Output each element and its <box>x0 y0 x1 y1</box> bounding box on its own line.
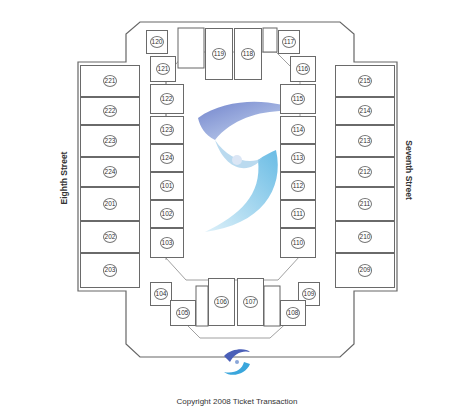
section-number: 112 <box>291 180 305 193</box>
seat-section: 123 <box>150 116 184 144</box>
seat-section: 110 <box>280 228 316 258</box>
seat-section: 105 <box>170 300 196 326</box>
section-number: 119 <box>212 48 226 61</box>
section-number: 116 <box>296 63 310 76</box>
seat-section: 122 <box>150 84 184 114</box>
section-number: 122 <box>160 93 175 106</box>
seat-section: 209 <box>335 253 395 288</box>
section-number: 107 <box>243 296 258 309</box>
section-number: 209 <box>358 264 373 277</box>
seat-section: 222 <box>80 97 140 125</box>
section-number: 202 <box>103 231 118 244</box>
section-number: 114 <box>291 124 305 137</box>
section-number: 111 <box>291 208 305 221</box>
section-number: 105 <box>176 307 191 320</box>
street-name: Eighth Street <box>59 152 69 205</box>
section-number: 120 <box>150 36 165 49</box>
seat-section: 118 <box>234 28 262 80</box>
section-number: 201 <box>103 198 118 211</box>
section-number: 102 <box>160 208 175 221</box>
seat-section: 116 <box>290 56 316 82</box>
seat-section: 214 <box>335 97 395 125</box>
seat-section: 119 <box>205 28 233 80</box>
seat-section: 215 <box>335 65 395 97</box>
seat-section: 212 <box>335 157 395 187</box>
copyright-note: Copyright 2008 Ticket Transaction <box>177 397 298 406</box>
section-number: 109 <box>302 288 317 301</box>
seat-section: 211 <box>335 187 395 221</box>
seat-section: 101 <box>150 172 184 200</box>
section-number: 106 <box>214 296 229 309</box>
section-number: 213 <box>358 135 373 148</box>
section-number: 104 <box>154 288 169 301</box>
section-number: 212 <box>358 166 373 179</box>
seat-section: 104 <box>150 282 172 306</box>
street-name: Seventh Street <box>404 140 414 200</box>
seat-section: 223 <box>80 125 140 157</box>
section-number: 124 <box>160 152 175 165</box>
section-number: 115 <box>291 93 305 106</box>
seat-section: 202 <box>80 221 140 253</box>
seat-section: 114 <box>280 116 316 144</box>
seat-section: 115 <box>280 84 316 114</box>
seat-section: 108 <box>280 300 306 326</box>
section-number: 117 <box>282 36 296 49</box>
seat-section: 210 <box>335 221 395 253</box>
seat-section: 113 <box>280 144 316 172</box>
seat-section: 224 <box>80 157 140 187</box>
section-number: 110 <box>291 237 305 250</box>
section-number: 224 <box>103 166 118 179</box>
section-number: 210 <box>358 231 373 244</box>
section-number: 203 <box>103 264 118 277</box>
section-number: 103 <box>160 237 175 250</box>
seat-section: 213 <box>335 125 395 157</box>
section-number: 214 <box>358 105 373 118</box>
seat-section: 112 <box>280 172 316 200</box>
section-number: 221 <box>103 75 118 88</box>
seat-section: 124 <box>150 144 184 172</box>
section-number: 222 <box>103 105 118 118</box>
section-number: 113 <box>291 152 305 165</box>
seat-section: 201 <box>80 187 140 221</box>
seat-section: 107 <box>237 278 264 326</box>
section-number: 121 <box>156 63 171 76</box>
section-number: 215 <box>358 75 373 88</box>
section-number: 223 <box>103 135 118 148</box>
section-number: 123 <box>160 124 175 137</box>
seat-section: 117 <box>278 30 300 54</box>
seat-section: 111 <box>280 200 316 228</box>
seat-section: 103 <box>150 228 184 258</box>
section-number: 108 <box>286 307 301 320</box>
seat-section: 221 <box>80 65 140 97</box>
seat-section: 121 <box>150 56 176 82</box>
section-number: 211 <box>358 198 372 211</box>
seat-section: 106 <box>208 278 235 326</box>
seat-section: 102 <box>150 200 184 228</box>
seat-section: 120 <box>146 30 168 54</box>
section-number: 101 <box>160 180 175 193</box>
section-number: 118 <box>241 48 255 61</box>
seat-section: 203 <box>80 253 140 288</box>
